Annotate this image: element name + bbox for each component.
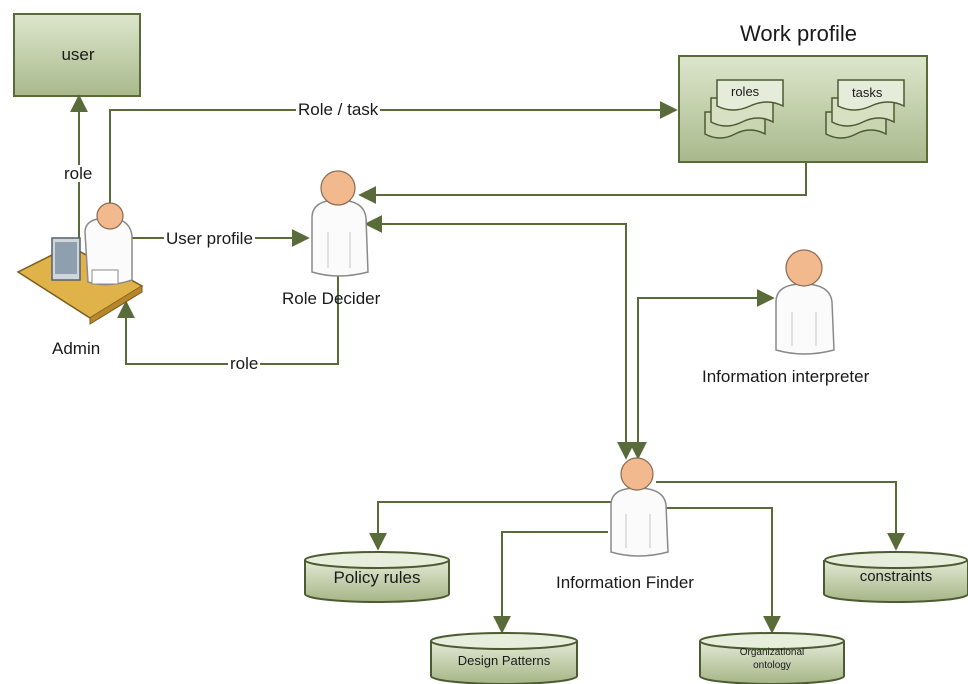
edge-label-role-back: role (228, 354, 261, 373)
edge-finder-design (493, 531, 608, 634)
info-finder-label: Information Finder (556, 573, 694, 592)
edge-finder-constraints (656, 481, 905, 551)
organizational-ontology-store (699, 632, 845, 684)
user-box (13, 13, 141, 97)
edge-workprofile-to-decider (358, 162, 807, 204)
tasks-doc-stack-icon (825, 79, 905, 139)
design-patterns-label: Design Patterns (457, 653, 551, 668)
edge-label-user-profile: User profile (164, 229, 255, 248)
role-decider-label: Role Decider (282, 289, 381, 308)
user-box-label: user (61, 45, 95, 64)
edge-label-role-task: Role / task (296, 100, 381, 119)
design-patterns-store (430, 632, 578, 684)
admin-label: Admin (52, 339, 101, 358)
org-ontology-label-1: Organizational (739, 647, 805, 658)
edge-finder-ontology (664, 507, 781, 634)
edge-label-role-up: role (62, 164, 95, 183)
edge-role-back (117, 270, 339, 365)
policy-rules-label: Policy rules (333, 568, 421, 587)
constraints-label: constraints (859, 568, 933, 585)
edge-finder-policy (369, 501, 612, 551)
role-decider-person-icon (311, 170, 369, 277)
constraints-store (823, 551, 968, 603)
roles-doc-stack-icon (704, 79, 784, 139)
admin-desk-icon (16, 202, 144, 325)
org-ontology-label-2: ontology (753, 660, 791, 671)
work-profile-box (678, 55, 928, 163)
edge-decider-finder (364, 215, 635, 460)
info-finder-person-icon (610, 457, 669, 557)
work-profile-title: Work profile (740, 21, 857, 46)
roles-label: roles (731, 84, 760, 99)
edge-interpreter-finder (629, 289, 775, 460)
info-interpreter-person-icon (775, 249, 835, 355)
policy-rules-store (304, 551, 450, 603)
edge-role-task (109, 101, 678, 205)
tasks-label: tasks (852, 85, 883, 100)
info-interpreter-label: Information interpreter (702, 367, 870, 386)
